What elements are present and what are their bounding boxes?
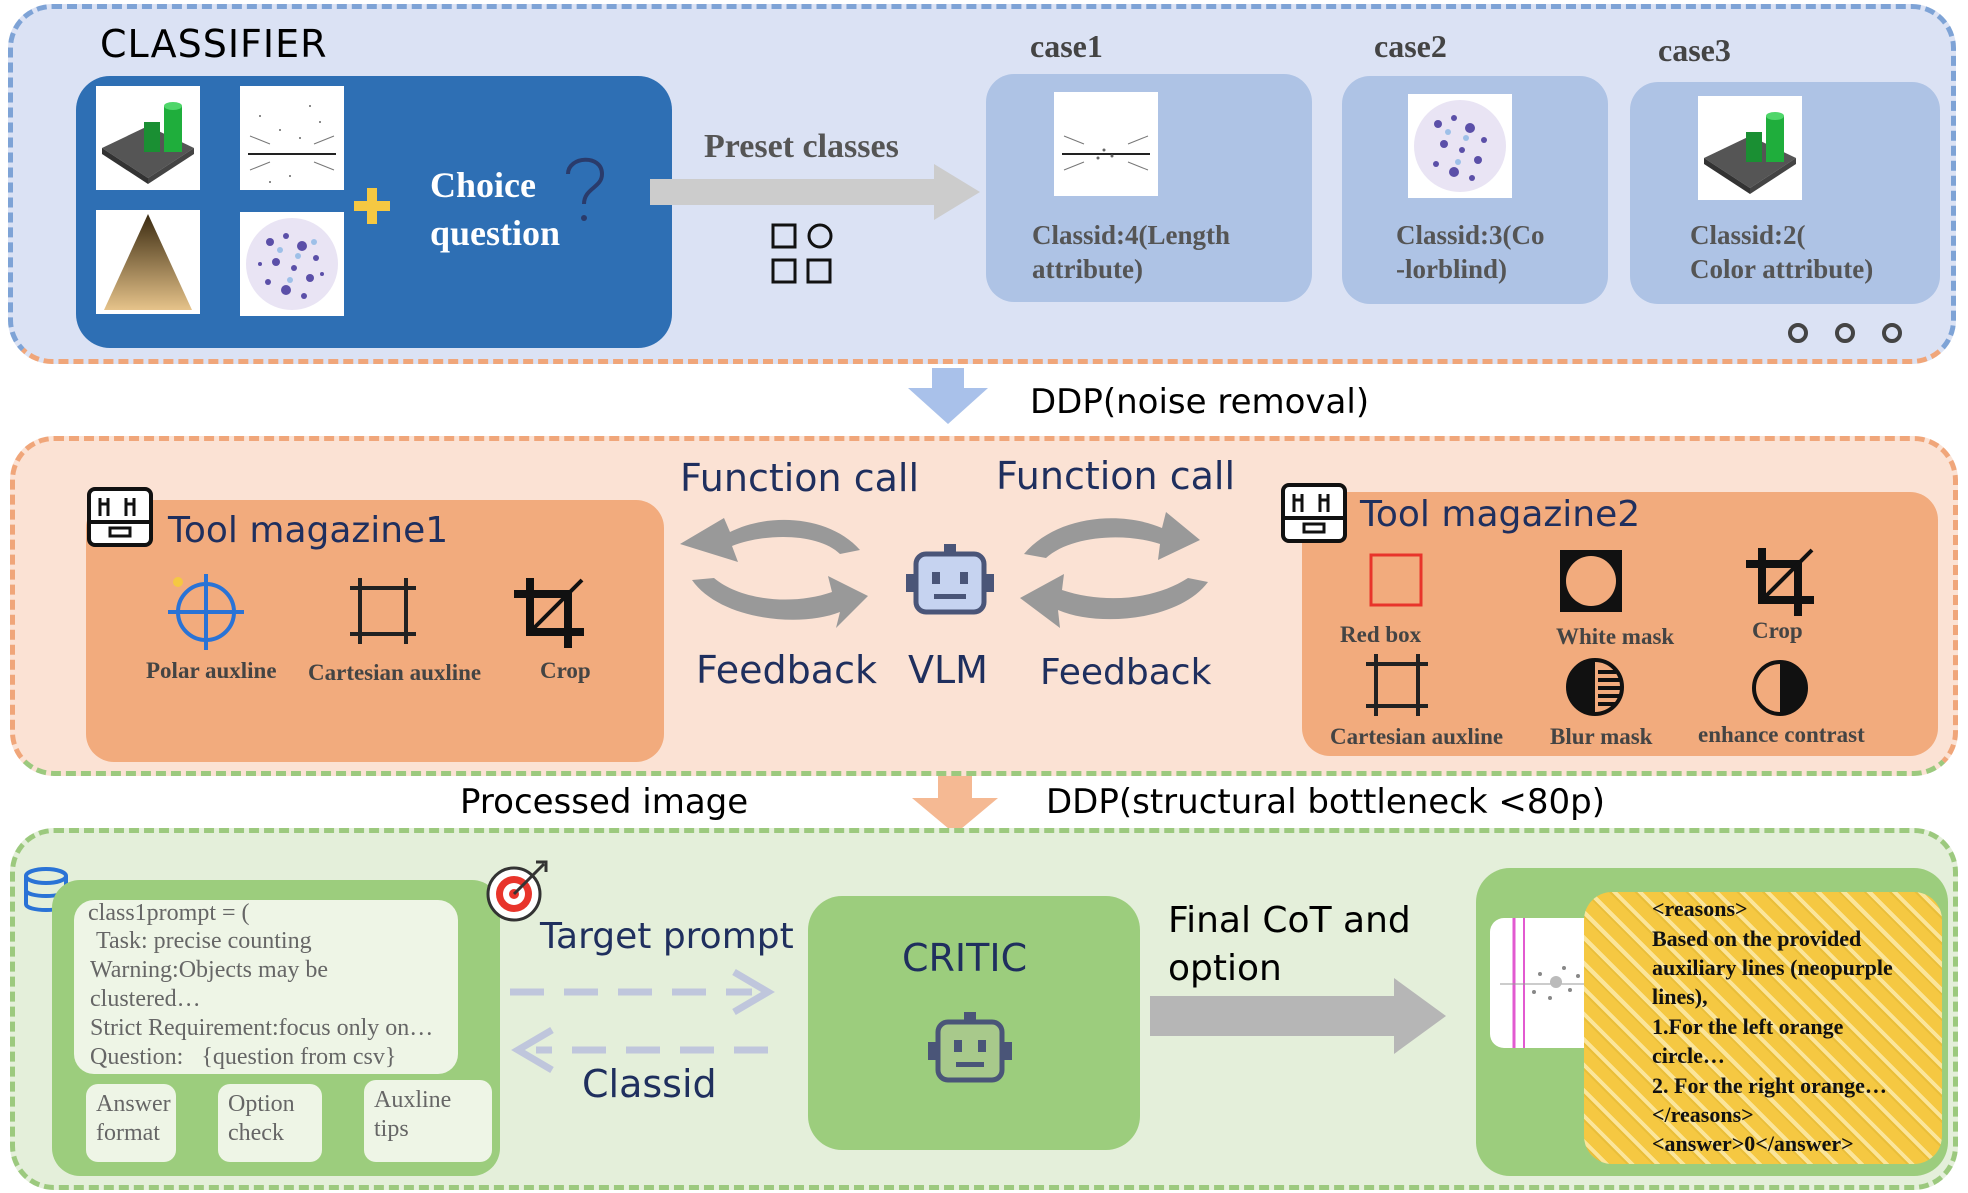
output-line-1: <reasons> [1652,896,1748,921]
ddp1-label: DDP(noise removal) [1030,382,1370,422]
critic-robot-icon [928,1010,1012,1090]
option-check-line2: check [228,1120,284,1146]
case3-title: case3 [1658,32,1731,68]
choice-question-line2: question [430,213,561,253]
target-icon [486,858,550,926]
auxline-tips-cell: Auxline tips [364,1080,492,1162]
prompt-line-5: Strict Requirement:focus only on… [90,1015,434,1041]
output-line-3: auxiliary lines (neopurple [1652,955,1893,980]
case3-thumb [1698,96,1802,200]
output-line-2: Based on the provided [1652,926,1862,951]
down-arrow-orange-icon [912,776,998,838]
processed-image-label: Processed image [460,782,749,822]
output-line-6: circle… [1652,1043,1725,1068]
tool2-label-cartesian: Cartesian auxline [1330,724,1504,749]
red-box-icon [1368,552,1424,612]
case1-label-2: attribute) [1032,254,1143,284]
output-line-8: </reasons> [1652,1102,1754,1127]
prompt-text-box [74,900,458,1074]
cartesian-icon-1 [350,578,416,648]
case1-title: case1 [1030,28,1103,64]
thumb-cone [96,210,200,314]
tool-magazine2-title: Tool magazine2 [1360,494,1641,535]
prompt-line-4: clustered… [90,986,201,1012]
output-line-5: 1.For the left orange [1652,1014,1844,1039]
auxline-tips-line2: tips [374,1116,409,1142]
preset-arrow-icon [650,162,980,226]
vlm-robot-icon [904,542,996,624]
auxline-tips-line1: Auxline [374,1087,452,1113]
option-check-cell: Option check [218,1084,322,1162]
classid-label: Classid [582,1062,717,1106]
more-dots-icon [1786,320,1906,352]
answer-format-cell: Answer format [86,1084,176,1162]
case1-thumb [1054,92,1158,196]
feedback-right: Feedback [1040,652,1212,693]
output-line-9: <answer>0</answer> [1652,1131,1854,1156]
tool-magazine2-box [1302,492,1938,756]
tool2-label-crop: Crop [1752,618,1803,643]
prompt-line-6: Question: {question from csv} [90,1044,397,1070]
plus-icon [352,186,392,226]
question-mark-icon [560,150,610,234]
dashed-arrows-icon [506,960,782,1088]
prompt-line-1: class1prompt = ( [88,900,250,926]
function-call-left: Function call [680,456,920,500]
case1-label-1: Classid:4(Length [1032,220,1231,250]
polar-crosshair-icon [168,574,244,654]
blur-mask-icon [1564,656,1626,722]
classes-grid-icon [770,222,834,290]
thumb-3d-blocks [96,86,200,190]
tool1-label-crop: Crop [540,658,591,683]
ddp2-label: DDP(structural bottleneck <80p) [1046,782,1606,822]
tool-magazine1-title: Tool magazine1 [168,510,449,551]
crop-icon-1 [512,576,586,654]
down-arrow-blue-icon [908,368,988,428]
tool2-label-contrast: enhance contrast [1698,722,1865,747]
white-mask-icon [1560,550,1622,616]
case2-label-2: -lorblind) [1396,254,1508,284]
output-text-box [1584,892,1942,1164]
case2-label-1: Classid:3(Co [1396,220,1545,250]
final-cot-line1: Final CoT and [1168,900,1411,941]
tool1-label-cartesian: Cartesian auxline [308,660,482,685]
curved-arrows-icon [680,488,1220,662]
case3-label-2: Color attribute) [1690,254,1874,284]
crop-icon-2 [1744,546,1816,622]
prompt-line-2: Task: precise counting [96,928,312,954]
output-line-7: 2. For the right orange… [1652,1073,1887,1098]
toolbox1-icon [86,486,154,554]
answer-format-line1: Answer [96,1091,171,1117]
vlm-label: VLM [908,648,988,692]
contrast-icon [1750,658,1810,722]
prompt-line-3: Warning:Objects may be [90,957,328,983]
case2-thumb [1408,94,1512,198]
target-prompt-label: Target prompt [540,916,794,957]
tool2-label-redbox: Red box [1340,622,1422,647]
answer-format-line2: format [96,1120,160,1146]
toolbox2-icon [1280,482,1348,550]
case3-label-1: Classid:2( [1690,220,1806,250]
choice-question-line1: Choice [430,165,536,205]
classifier-title: CLASSIFIER [100,22,328,66]
tool1-label-polar: Polar auxline [146,658,277,683]
case2-title: case2 [1374,28,1447,64]
cartesian-icon-2 [1366,654,1428,720]
final-arrow-icon [1150,978,1450,1058]
tool2-label-blurmask: Blur mask [1550,724,1653,749]
option-check-line1: Option [228,1091,295,1117]
thumb-lines [240,86,344,190]
feedback-left: Feedback [696,648,877,692]
output-line-4: lines), [1652,984,1708,1009]
preset-classes-label: Preset classes [704,128,899,165]
critic-title: CRITIC [902,936,1028,980]
final-cot-line2: option [1168,948,1282,989]
function-call-right: Function call [996,454,1236,498]
thumb-colorblind [240,212,344,316]
tool2-label-whitemask: White mask [1556,624,1675,649]
